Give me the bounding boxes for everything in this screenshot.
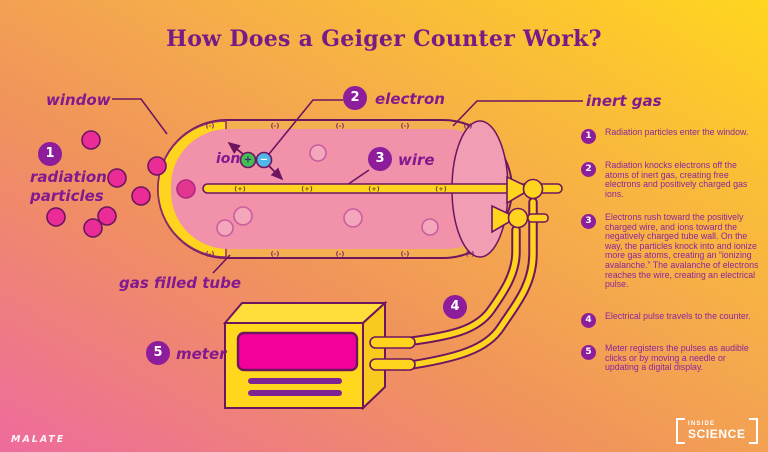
negative-charge-symbol: (-) — [400, 250, 410, 258]
inert-gas-pointer-line — [452, 100, 583, 127]
radiation-particle-dot — [83, 218, 103, 238]
meter-side-face — [362, 300, 386, 411]
cables — [400, 197, 538, 371]
label-ion: ion — [216, 151, 241, 167]
step-badge-3: 3 — [581, 214, 596, 229]
label-electron: electron — [375, 90, 445, 108]
step-text-3: Electrons rush toward the positively cha… — [605, 212, 759, 290]
step-badge-2: 2 — [581, 162, 596, 177]
step-item-4: 4 Electrical pulse travels to the counte… — [581, 311, 759, 328]
step-badge-4: 4 — [581, 313, 596, 328]
meter-top-face — [222, 302, 388, 324]
gas-atom — [216, 219, 234, 237]
cable — [402, 199, 536, 369]
electron-to-wire-arrow — [268, 165, 284, 181]
radiation-particle-dot — [147, 156, 167, 176]
radiation-particle-entering-dot — [176, 179, 196, 199]
step-badge-1: 1 — [581, 129, 596, 144]
negative-charge-symbol: (-) — [270, 122, 280, 130]
radiation-particle-dot — [81, 130, 101, 150]
inside-science-logo: INSIDE SCIENCE — [676, 418, 758, 444]
positive-ion-circle — [239, 151, 257, 169]
diagram-badge-2: 2 — [343, 86, 367, 110]
label-gas-filled-tube: gas filled tube — [119, 274, 241, 292]
ion-to-wall-arrow — [227, 141, 244, 155]
positive-charge-symbol: (+) — [435, 185, 447, 193]
negative-charge-symbol: (-) — [335, 250, 345, 258]
meter-speaker-line — [248, 390, 342, 396]
step-item-3: 3 Electrons rush toward the positively c… — [581, 212, 759, 290]
meter-speaker-line — [248, 378, 342, 384]
radiation-particle-dot — [107, 168, 127, 188]
diagram-badge-3: 3 — [368, 147, 392, 171]
negative-charge-symbol: (-) — [270, 250, 280, 258]
radiation-particle-dot — [46, 207, 66, 227]
connector-bead — [522, 178, 544, 200]
step-item-5: 5 Meter registers the pulses as audible … — [581, 343, 759, 373]
step-text-2: Radiation knocks electrons off the atoms… — [605, 160, 748, 199]
connector-stub — [527, 213, 549, 223]
meter-terminal — [369, 336, 416, 349]
negative-charge-symbol: (-) — [463, 122, 473, 130]
gas-atom — [421, 218, 439, 236]
positive-charge-symbol: (+) — [301, 185, 313, 193]
positive-charge-symbol: (+) — [234, 185, 246, 193]
artist-credit: MALATE — [11, 434, 66, 445]
step-item-1: 1 Radiation particles enter the window. — [581, 127, 759, 144]
step-text-5: Meter registers the pulses as audible cl… — [605, 343, 749, 373]
diagram-badge-4: 4 — [443, 295, 467, 319]
connector-bead — [507, 207, 529, 229]
gas-atom — [233, 206, 253, 226]
gas-atom — [343, 208, 363, 228]
minus-icon: − — [259, 154, 269, 166]
diagram-badge-5: 5 — [146, 341, 170, 365]
meter-terminal — [369, 358, 416, 371]
gas-atom — [309, 144, 327, 162]
meter-screen — [236, 331, 359, 372]
logo-text: INSIDE SCIENCE — [685, 418, 749, 444]
label-inert-gas: inert gas — [586, 92, 662, 110]
label-wire: wire — [398, 151, 435, 169]
negative-charge-symbol: (-) — [335, 122, 345, 130]
negative-charge-symbol: (-) — [400, 122, 410, 130]
radiation-particles-group — [46, 130, 196, 238]
positive-charge-symbol: (+) — [368, 185, 380, 193]
anode-wire — [202, 183, 563, 194]
step-text-1: Radiation particles enter the window. — [605, 127, 749, 137]
window-pointer-line — [112, 98, 168, 135]
label-window: window — [46, 91, 111, 109]
plus-icon: + — [243, 154, 253, 166]
negative-charge-symbol: (-) — [465, 250, 475, 258]
label-radiation-particles: radiation particles — [30, 168, 107, 205]
negative-charge-symbol: (-) — [205, 250, 215, 258]
logo-science-text: SCIENCE — [688, 427, 746, 441]
label-meter: meter — [176, 345, 227, 363]
electron-circle — [255, 151, 273, 169]
page-title: How Does a Geiger Counter Work? — [166, 26, 602, 52]
step-badge-5: 5 — [581, 345, 596, 360]
connector-insulator-cone — [506, 175, 525, 205]
gas-filled-tube-pointer-line — [212, 254, 231, 274]
cable — [402, 227, 519, 345]
radiation-particle-dot — [97, 206, 117, 226]
step-text-4: Electrical pulse travels to the counter. — [605, 311, 751, 321]
step-item-2: 2 Radiation knocks electrons off the ato… — [581, 160, 759, 199]
logo-right-bracket-icon — [748, 418, 758, 444]
diagram-badge-1: 1 — [38, 142, 62, 166]
gas-atoms — [216, 144, 439, 237]
negative-charge-symbol: (-) — [205, 122, 215, 130]
logo-left-bracket-icon — [676, 418, 685, 444]
radiation-particle-dot — [131, 186, 151, 206]
logo-inside-text: INSIDE — [688, 421, 716, 427]
electron-pointer-line — [268, 99, 343, 155]
